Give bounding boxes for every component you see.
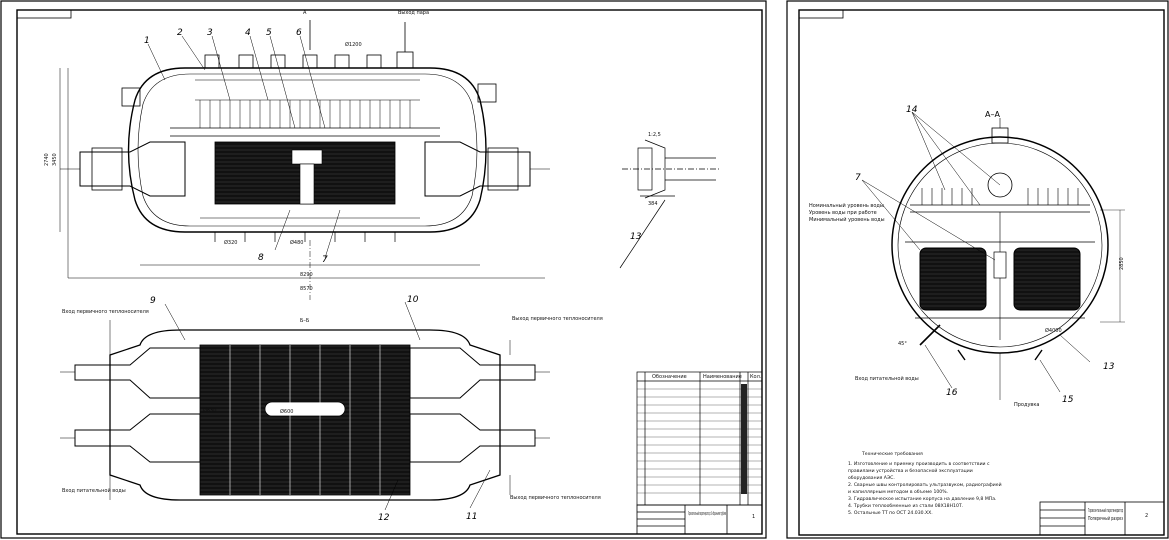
dim-d7: Ø630 bbox=[203, 407, 216, 414]
callout-14: 14 bbox=[906, 105, 918, 115]
title-block-2 bbox=[1039, 501, 1165, 536]
callout-leaders bbox=[147, 35, 341, 259]
dim-total: 8570 bbox=[300, 286, 313, 292]
sheet-2: А–А bbox=[786, 0, 1169, 539]
callout-6: 6 bbox=[296, 28, 302, 38]
sheet-1: 1 2 3 4 5 6 7 8 Выход пара А 8290 8570 Ø… bbox=[0, 0, 767, 539]
bundle-right bbox=[1013, 247, 1081, 311]
note-line: 1. Изготовление и приемку производить в … bbox=[848, 461, 990, 467]
callout-10: 10 bbox=[407, 295, 419, 305]
spec-col-name: Наименование bbox=[703, 374, 742, 380]
label-steam-out: Выход пара bbox=[398, 10, 429, 16]
bundle-left bbox=[919, 247, 987, 311]
callout-3: 3 bbox=[207, 28, 213, 38]
label-right-top: Выход первичного теплоносителя bbox=[512, 316, 603, 322]
callout-1: 1 bbox=[144, 36, 150, 46]
notes-title: Технические требования bbox=[861, 451, 923, 457]
label-left-top: Вход первичного теплоносителя bbox=[62, 309, 149, 315]
dim-diameter: Ø4000 bbox=[1045, 327, 1062, 334]
top-view-label: Б–Б bbox=[300, 318, 310, 324]
title-block-2-name: Горизонтальный парогенератор bbox=[1088, 507, 1123, 514]
detail-scale: 1:2,5 bbox=[648, 132, 661, 138]
dim-d6: Ø600 bbox=[280, 408, 293, 415]
tech-notes: Технические требования 1. Изготовление и… bbox=[848, 451, 1002, 516]
note-line: 3. Гидравлическое испытание корпуса на д… bbox=[848, 496, 997, 502]
detail-h: 384 bbox=[648, 201, 658, 207]
callout-7: 7 bbox=[322, 255, 328, 265]
callout-4: 4 bbox=[245, 28, 251, 38]
dim-height: 2850 bbox=[1119, 257, 1125, 270]
note-line: оборудования АЭС. bbox=[848, 475, 895, 481]
label-inlet: Вход питательной воды bbox=[855, 375, 919, 382]
spec-col-designation: Обозначение bbox=[652, 374, 687, 380]
cross-section bbox=[891, 118, 1125, 400]
note-line: правилами устройства и безопасной эксплу… bbox=[848, 467, 973, 474]
title-block-2-sub: Поперечный разрез bbox=[1088, 515, 1123, 522]
title-block-1-sheet: 1 bbox=[752, 514, 755, 520]
callout-7b: 7 bbox=[855, 173, 861, 183]
section-letter: А bbox=[303, 10, 307, 16]
callout-13b: 13 bbox=[1103, 362, 1115, 372]
dim-d2: Ø480 bbox=[290, 239, 303, 246]
callout-15: 15 bbox=[1062, 395, 1074, 405]
label-right-bottom: Выход первичного теплоносителя bbox=[510, 495, 601, 501]
dim-overall: 8290 bbox=[300, 272, 313, 278]
main-vessel-view bbox=[59, 20, 550, 300]
callout-9: 9 bbox=[150, 296, 156, 306]
dim-inner: 2740 bbox=[44, 153, 50, 166]
title-block-1-name: Горизонтальный парогенератор с U-образны… bbox=[688, 510, 726, 517]
level-nominal: Номинальный уровень воды bbox=[809, 202, 884, 209]
dim-d5: Ø320 bbox=[224, 239, 237, 246]
level-operating: Уровень воды при работе bbox=[809, 210, 877, 216]
dim-outer: 3450 bbox=[52, 153, 58, 166]
note-line: 2. Сварные швы контролировать ультразвук… bbox=[848, 481, 1002, 488]
note-line: и капиллярным методом в объеме 100%. bbox=[848, 489, 948, 495]
level-minimum: Минимальный уровень воды bbox=[809, 216, 885, 223]
title-block-1 bbox=[636, 504, 763, 535]
callout-16: 16 bbox=[946, 388, 958, 398]
callout-12: 12 bbox=[378, 513, 390, 523]
dim-d1: Ø1200 bbox=[345, 41, 362, 48]
label-left-bottom: Вход питательной воды bbox=[62, 487, 126, 494]
dim-angle: 45° bbox=[898, 341, 907, 347]
callout-8: 8 bbox=[258, 253, 264, 263]
title-block-2-sheet: 2 bbox=[1145, 513, 1148, 519]
note-line: 4. Трубки теплообменные из стали 08Х18Н1… bbox=[848, 503, 963, 509]
detail-view bbox=[619, 139, 720, 269]
section-aa-label: А–А bbox=[985, 110, 1000, 119]
callout-11: 11 bbox=[466, 512, 477, 522]
plan-tube-bundle bbox=[199, 344, 411, 496]
callout-13: 13 bbox=[630, 232, 642, 242]
label-drain: Продувка bbox=[1014, 402, 1039, 408]
note-line: 5. Остальные ТТ по ОСТ 24.030.ХХ. bbox=[848, 510, 933, 516]
callout-2: 2 bbox=[177, 28, 183, 38]
callout-5: 5 bbox=[266, 28, 272, 38]
spec-col-qty: Кол. bbox=[750, 374, 762, 380]
